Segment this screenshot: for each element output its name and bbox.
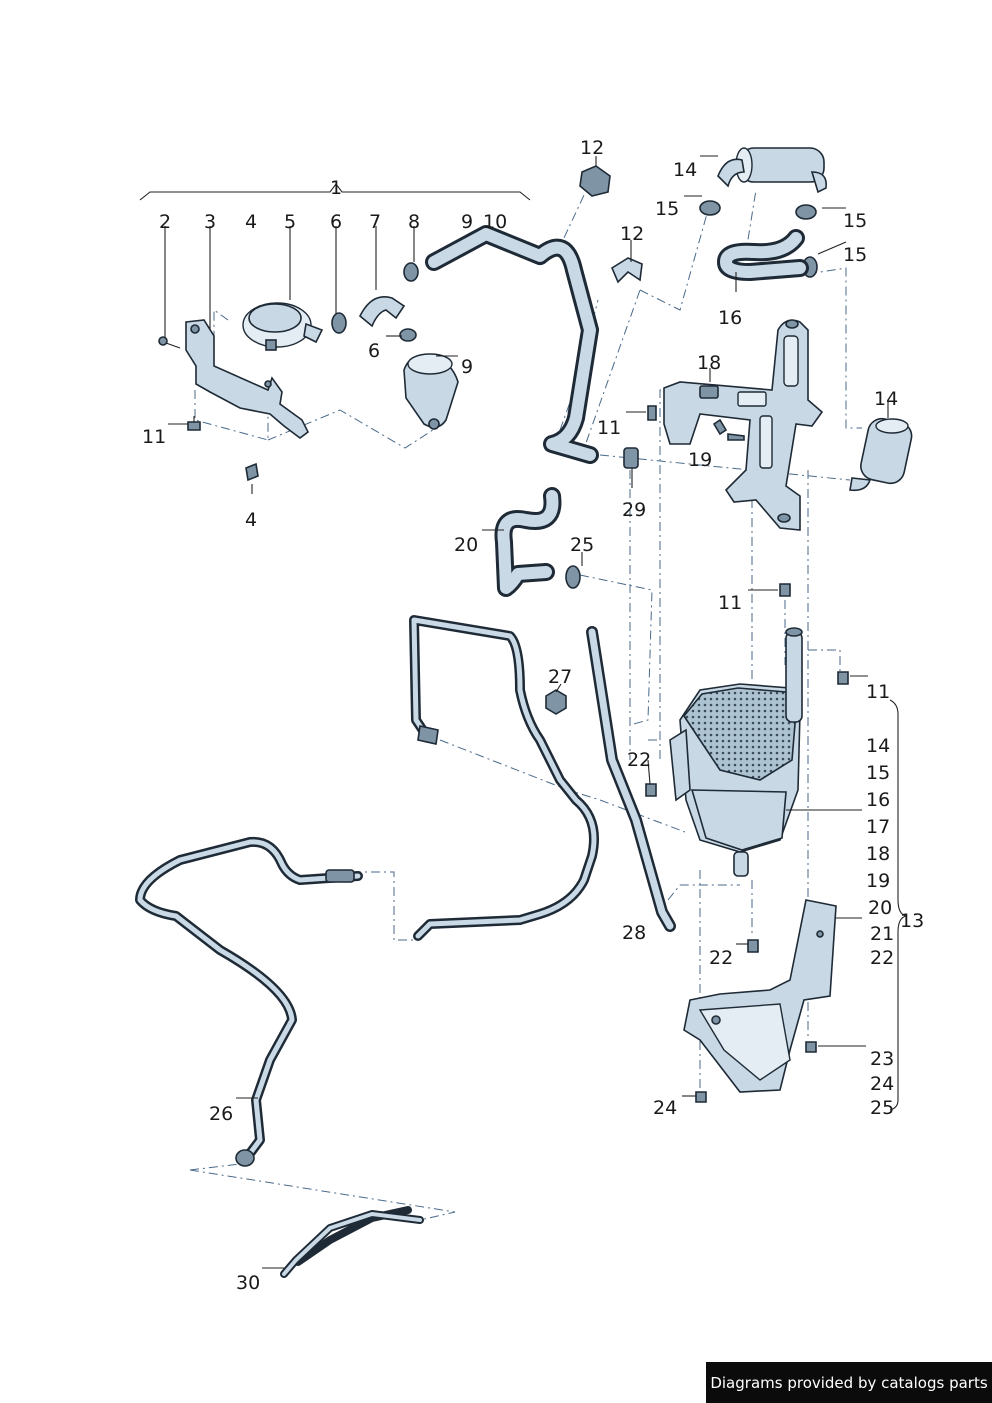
group-list-item: 24 xyxy=(870,1073,894,1095)
callout-11-left: 11 xyxy=(142,426,166,448)
callout-26: 26 xyxy=(209,1103,233,1125)
clamp-8 xyxy=(403,262,419,282)
callout-6-lower: 6 xyxy=(368,340,380,362)
callout-15-lower: 15 xyxy=(843,244,867,266)
fuel-line-26 xyxy=(135,836,363,1167)
screw-22-lower xyxy=(747,939,759,953)
group-list-item: 16 xyxy=(866,789,890,811)
dash-dot-guide-lines xyxy=(189,189,862,1221)
callout-30: 30 xyxy=(236,1272,260,1294)
callout-22-lower: 22 xyxy=(709,947,733,969)
callout-3: 3 xyxy=(204,211,216,233)
callout-4: 4 xyxy=(245,211,257,233)
screw-19 xyxy=(712,418,745,441)
clamp-12-mid xyxy=(610,257,643,284)
clamp-25 xyxy=(565,565,581,589)
mounting-bracket-3 xyxy=(185,319,310,439)
assembly-bracket-1 xyxy=(139,183,531,201)
group-list-item: 18 xyxy=(866,843,890,865)
callout-15-left: 15 xyxy=(655,198,679,220)
callout-10: 10 xyxy=(483,211,507,233)
group-list-item: 17 xyxy=(866,816,890,838)
hose-7 xyxy=(359,296,406,328)
fuel-vapor-line xyxy=(409,615,599,941)
callout-24-lower: 24 xyxy=(653,1097,677,1119)
callout-16: 16 xyxy=(718,307,742,329)
screw-22-upper xyxy=(645,783,657,797)
callout-25: 25 xyxy=(570,534,594,556)
callout-19: 19 xyxy=(688,449,712,471)
callout-20: 20 xyxy=(454,534,478,556)
screw-11-right xyxy=(837,671,849,685)
callout-4-lower: 4 xyxy=(245,509,257,531)
callout-9-lower: 9 xyxy=(461,356,473,378)
clamp-12-top xyxy=(579,165,611,197)
group-list-item: 19 xyxy=(866,870,890,892)
callout-9: 9 xyxy=(461,211,473,233)
callout-15-right: 15 xyxy=(843,210,867,232)
callout-11-right: 11 xyxy=(866,681,890,703)
credit-text: Diagrams provided by catalogs parts xyxy=(710,1373,988,1392)
group-list-item: 21 xyxy=(870,923,894,945)
filter-9 xyxy=(403,353,459,430)
group-list-item: 25 xyxy=(870,1097,894,1119)
pipe-28 xyxy=(586,626,676,932)
callout-14-right: 14 xyxy=(874,388,898,410)
bracket-lower xyxy=(683,899,837,1093)
screw-11-left xyxy=(187,416,201,431)
clamp-6-upper xyxy=(331,312,347,334)
group-list-item: 15 xyxy=(866,762,890,784)
screw-11-bracket xyxy=(647,405,657,421)
callout-22-upper: 22 xyxy=(627,749,651,771)
callout-28: 28 xyxy=(622,922,646,944)
callout-23: 23 xyxy=(870,1048,894,1070)
hose-20 xyxy=(494,487,562,597)
screw-2 xyxy=(158,336,181,349)
assembly-bracket-13 xyxy=(889,699,907,1111)
screw-11-mid xyxy=(779,583,791,597)
callout-11-mid: 11 xyxy=(718,592,742,614)
callout-8: 8 xyxy=(408,211,420,233)
screw-24 xyxy=(695,1091,707,1103)
filter-14-right xyxy=(849,417,913,492)
callout-1: 1 xyxy=(330,177,342,199)
hose-10 xyxy=(425,225,599,464)
valve-5 xyxy=(242,302,324,351)
filter-14-top xyxy=(717,147,828,194)
callout-13: 13 xyxy=(900,910,924,932)
callout-27: 27 xyxy=(548,666,572,688)
callout-6: 6 xyxy=(330,211,342,233)
fuel-line-30 xyxy=(280,1206,424,1278)
group-list-item: 20 xyxy=(868,897,892,919)
clamp-15-left xyxy=(699,200,721,216)
callout-11-bracket: 11 xyxy=(597,417,621,439)
group-list-item: 22 xyxy=(870,947,894,969)
callout-12-mid: 12 xyxy=(620,223,644,245)
clip-29 xyxy=(623,447,639,469)
callout-labels: 1 2 3 4 5 6 7 8 9 10 6 9 11 4 12 12 14 1… xyxy=(142,137,924,1294)
screw-23 xyxy=(805,1041,817,1053)
credit-banner: Diagrams provided by catalogs parts xyxy=(706,1362,992,1403)
clamp-15-right xyxy=(795,204,817,220)
callout-7: 7 xyxy=(369,211,381,233)
bracket-18 xyxy=(663,319,824,531)
screw-4-lower xyxy=(245,462,259,482)
callout-leaders xyxy=(164,155,889,1269)
callout-18: 18 xyxy=(697,352,721,374)
hose-16 xyxy=(717,229,809,281)
charcoal-canister xyxy=(669,627,803,877)
callout-12-top: 12 xyxy=(580,137,604,159)
callout-14-top: 14 xyxy=(673,159,697,181)
callout-29: 29 xyxy=(622,499,646,521)
nut-27 xyxy=(545,689,567,715)
clamp-6-lower xyxy=(399,328,417,342)
callout-2: 2 xyxy=(159,211,171,233)
group-list-item: 14 xyxy=(866,735,890,757)
callout-5: 5 xyxy=(284,211,296,233)
